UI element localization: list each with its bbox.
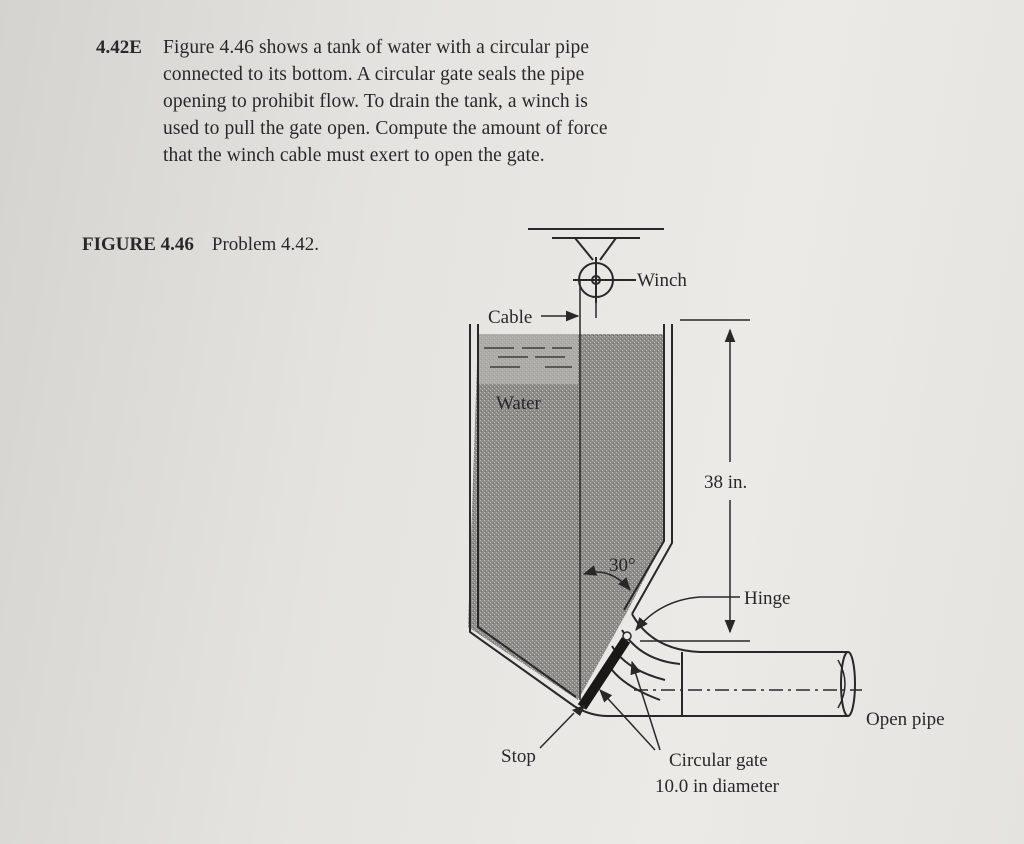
water-surface-marks — [484, 347, 572, 368]
pipe-open-end — [840, 651, 856, 717]
hinge — [622, 631, 632, 641]
pipe-break-mark — [837, 659, 846, 709]
gate-label-line2: 10.0 in diameter — [655, 776, 780, 797]
winch-icon — [573, 257, 636, 303]
open-pipe-label: Open pipe — [866, 709, 945, 730]
cable-label: Cable — [488, 307, 532, 328]
stop-label: Stop — [501, 746, 536, 767]
cable — [579, 280, 597, 700]
gate-leader — [599, 689, 656, 751]
depth-label: 38 in. — [704, 472, 747, 493]
problem-text: Figure 4.46 shows a tank of water with a… — [163, 34, 703, 169]
hinge-label: Hinge — [744, 588, 790, 609]
water-surface-band — [478, 334, 578, 384]
stop-leader — [539, 712, 575, 749]
circular-gate — [577, 637, 631, 710]
stop — [572, 704, 586, 716]
problem-line: that the winch cable must exert to open … — [163, 145, 545, 166]
problem-number: 4.42E — [96, 37, 142, 58]
problem-line: connected to its bottom. A circular gate… — [163, 64, 585, 85]
tank-wall — [469, 324, 673, 717]
winch-label: Winch — [637, 270, 687, 291]
problem-line: Figure 4.46 shows a tank of water with a… — [163, 37, 590, 58]
water-label: Water — [496, 393, 542, 414]
hinge-leader — [635, 596, 740, 632]
figure-caption-text: Problem 4.42. — [211, 234, 320, 255]
gate-label-line1: Circular gate — [669, 750, 768, 771]
problem-line: used to pull the gate open. Compute the … — [163, 118, 608, 139]
figure-label: FIGURE 4.46 — [82, 234, 194, 255]
water-region — [468, 334, 664, 700]
depth-dimension — [640, 319, 750, 642]
gate-leader — [630, 660, 661, 751]
angle-label: 30° — [609, 555, 636, 576]
problem-line: opening to prohibit flow. To drain the t… — [163, 91, 588, 112]
figure-caption: FIGURE 4.46 Problem 4.42. — [82, 234, 319, 256]
angle-arc — [582, 565, 631, 592]
winch-support — [528, 228, 664, 261]
